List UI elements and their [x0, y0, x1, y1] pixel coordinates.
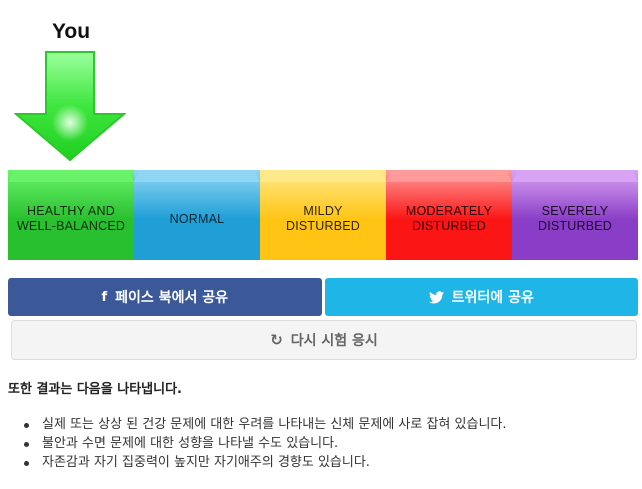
- list-item: 실제 또는 상상 된 건강 문제에 대한 우려를 나타내는 신체 문제에 사로 …: [22, 415, 634, 434]
- you-marker-label: You: [51, 20, 91, 43]
- twitter-share-button[interactable]: 트위터에 공유: [324, 278, 638, 316]
- refresh-icon: ↻: [270, 331, 283, 349]
- retake-test-button[interactable]: ↻ 다시 시험 응시: [11, 320, 637, 360]
- facebook-icon: f: [101, 289, 108, 305]
- facebook-share-label: 페이스 북에서 공유: [115, 290, 228, 306]
- retake-test-label: 다시 시험 응시: [290, 333, 378, 349]
- twitter-share-label: 트위터에 공유: [451, 290, 534, 306]
- list-item: 자존감과 자기 집중력이 높지만 자기애주의 경향도 있습니다.: [22, 453, 634, 472]
- list-item: 불안과 수면 문제에 대한 성향을 나타낼 수도 있습니다.: [22, 434, 634, 453]
- scale-segment-normal: NORMAL: [134, 170, 260, 260]
- down-arrow-marker-icon: [14, 51, 126, 162]
- results-list: 실제 또는 상상 된 건강 문제에 대한 우려를 나타내는 신체 문제에 사로 …: [22, 415, 634, 472]
- results-intro: 또한 결과는 다음을 나타냅니다.: [8, 382, 182, 397]
- share-buttons: f 페이스 북에서 공유 트위터에 공유: [8, 278, 638, 318]
- facebook-share-button[interactable]: f 페이스 북에서 공유: [8, 278, 322, 316]
- twitter-bird-icon: [428, 290, 444, 303]
